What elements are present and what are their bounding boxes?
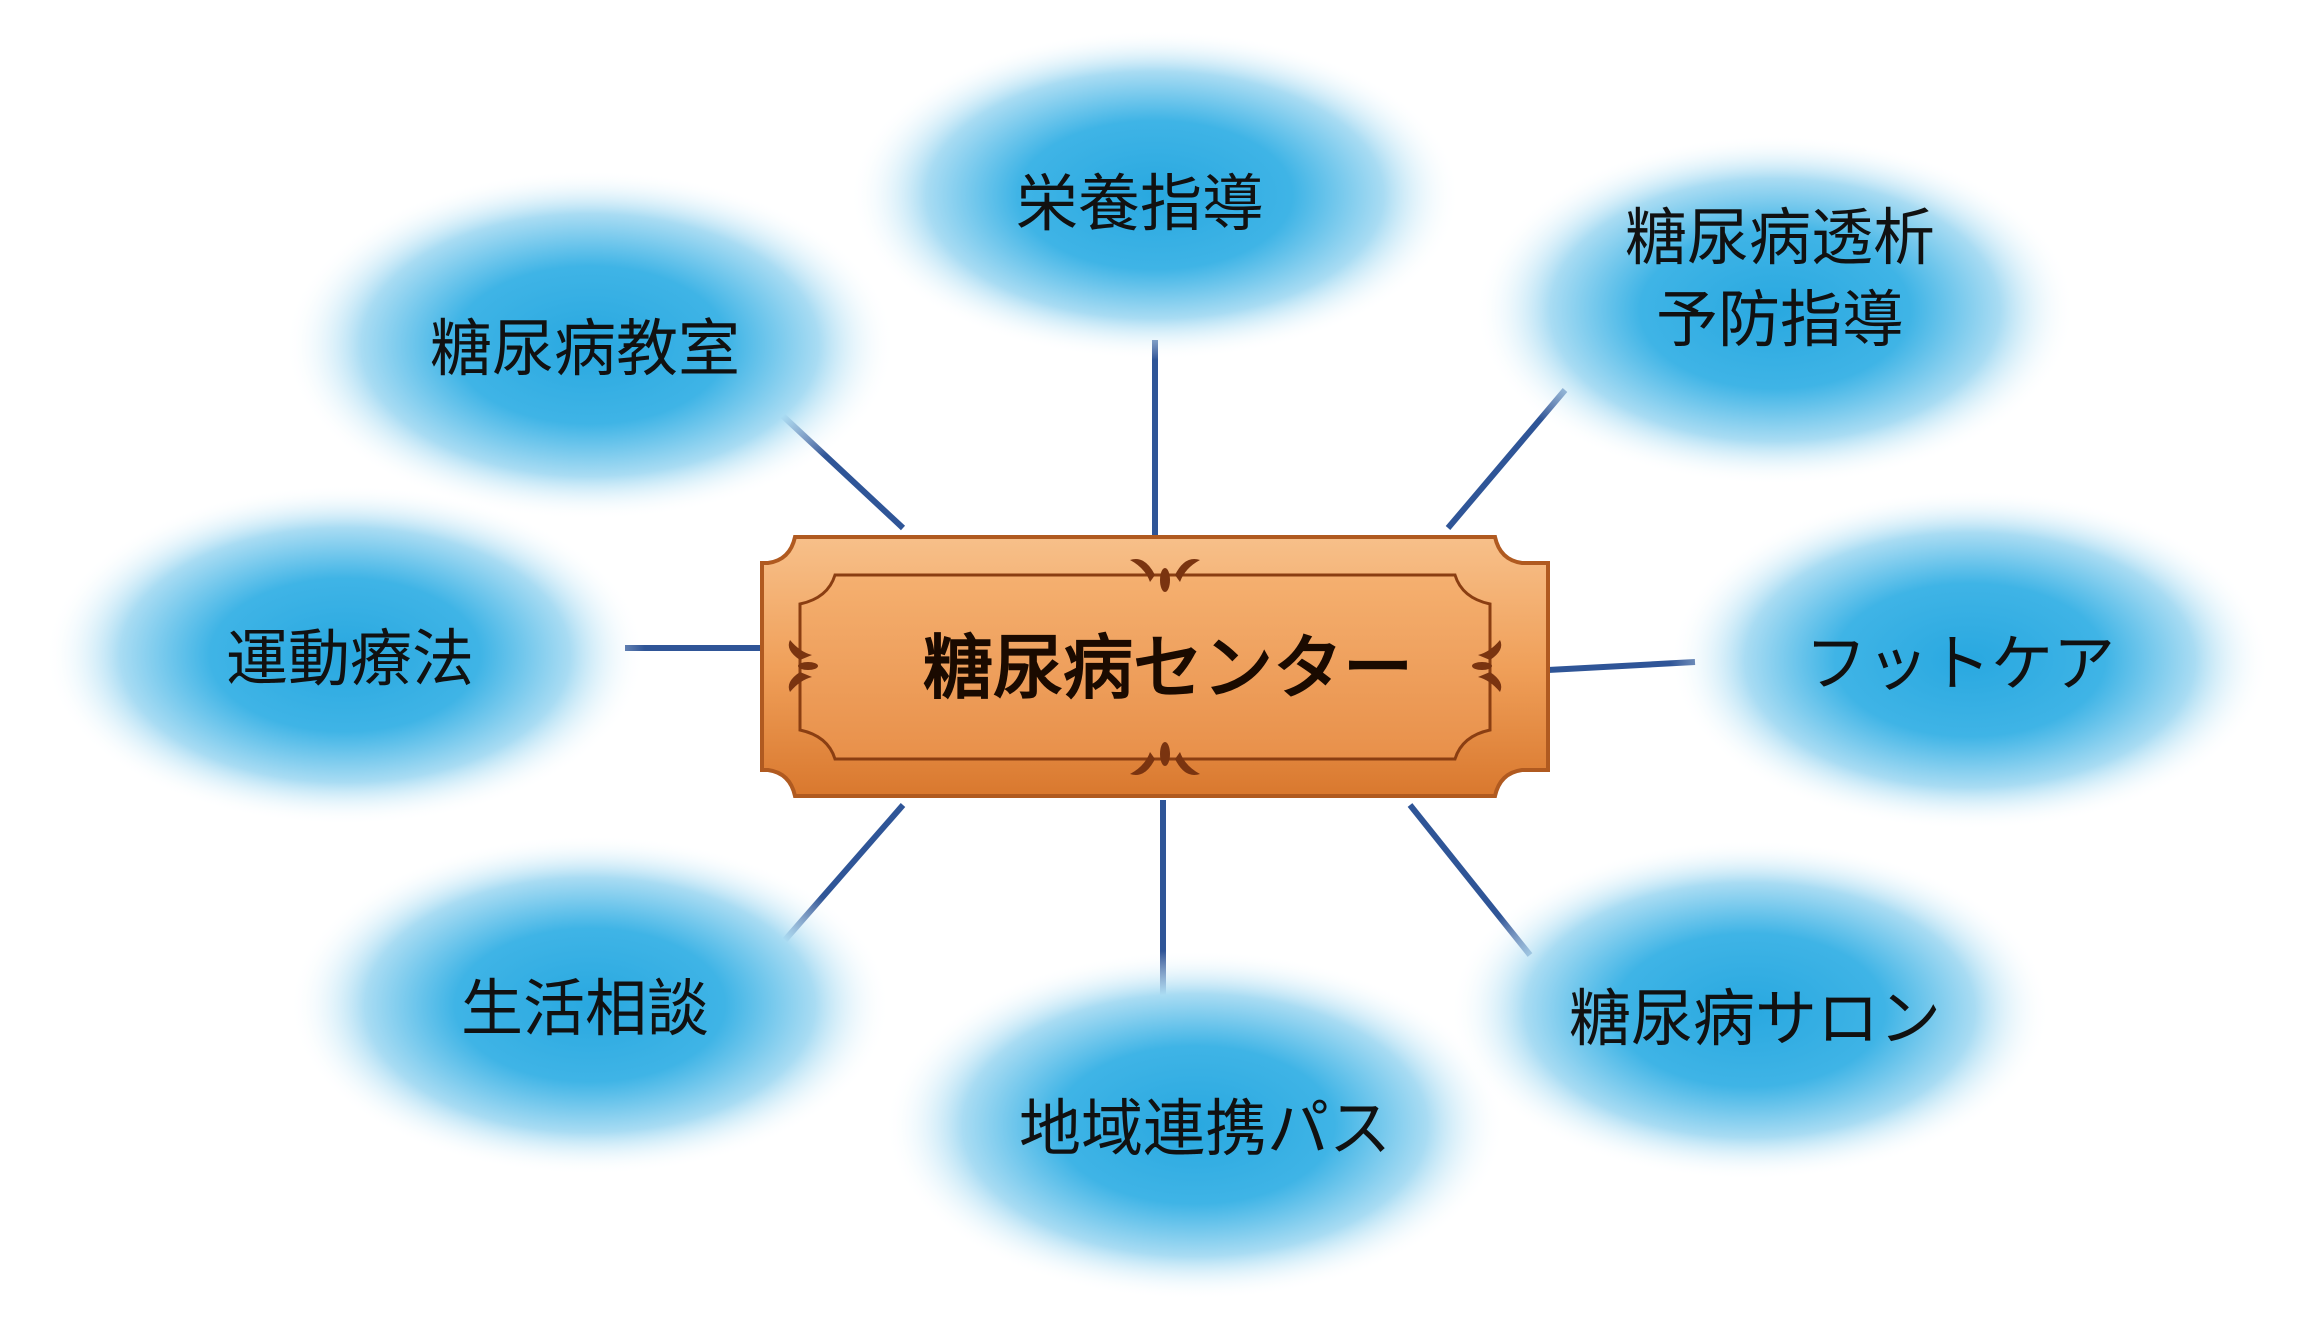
center-label: 糖尿病センター xyxy=(923,627,1413,709)
bubble-label-classroom: 糖尿病教室 xyxy=(430,312,740,385)
ornament-left xyxy=(788,640,818,692)
bubble-label-dialysis: 予防指導 xyxy=(1656,283,1904,356)
bubble-shape-dialysis xyxy=(1475,135,2075,485)
bubble-shape-lifestyle xyxy=(290,835,890,1175)
ornament-right xyxy=(1472,640,1502,692)
bubble-classroom: 糖尿病教室 xyxy=(285,170,895,520)
ornament-top xyxy=(1130,559,1200,592)
bubble-shape-footcare xyxy=(1670,490,2270,830)
bubble-footcare: フットケア xyxy=(1670,490,2270,830)
bubble-shape-exercise xyxy=(45,485,645,825)
bubble-label-exercise: 運動療法 xyxy=(226,622,474,695)
bubble-exercise: 運動療法 xyxy=(45,485,645,825)
ornament-bottom xyxy=(1130,742,1200,775)
bubble-nutrition: 栄養指導 xyxy=(850,30,1460,360)
bubble-label-nutrition: 栄養指導 xyxy=(1016,167,1264,240)
bubble-label-regional: 地域連携パス xyxy=(1019,1092,1391,1165)
bubble-lifestyle: 生活相談 xyxy=(290,835,890,1175)
center-plaque: 糖尿病センター xyxy=(760,535,1550,798)
bubble-shape-classroom xyxy=(285,170,895,520)
bubble-shape-regional xyxy=(885,950,1505,1300)
bubble-label-lifestyle: 生活相談 xyxy=(461,972,709,1045)
bubble-label-salon: 糖尿病サロン xyxy=(1569,982,1941,1055)
bubble-regional: 地域連携パス xyxy=(885,950,1505,1300)
bubble-shape-salon xyxy=(1450,840,2050,1180)
bubble-label-footcare: フットケア xyxy=(1805,627,2115,700)
bubble-shape-nutrition xyxy=(850,30,1460,360)
bubble-label-dialysis: 糖尿病透析 xyxy=(1625,201,1935,274)
bubble-salon: 糖尿病サロン xyxy=(1450,840,2050,1180)
plaque-inner-frame xyxy=(798,573,1492,761)
